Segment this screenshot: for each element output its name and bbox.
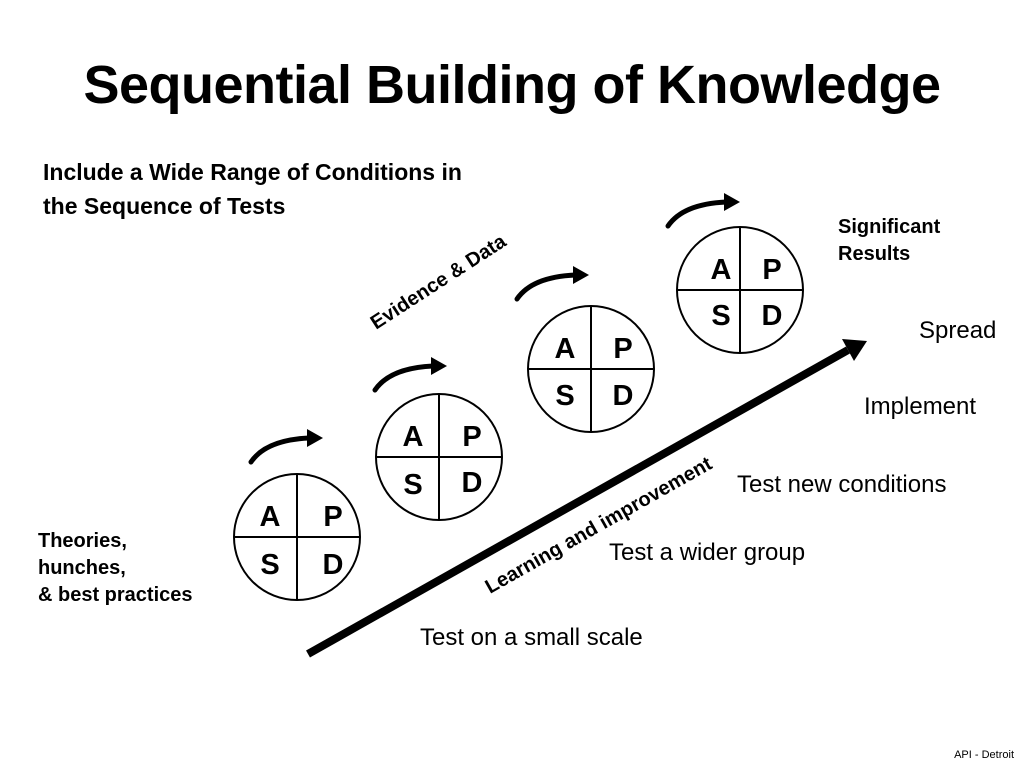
cycle-study-letter: S (555, 380, 574, 412)
learning-arrowhead (842, 339, 867, 361)
cycle-do-letter: D (462, 467, 483, 499)
significant-results-line-1: Significant (838, 216, 941, 238)
cycle-plan-letter: P (462, 421, 481, 453)
curved-arrow-2 (375, 357, 447, 390)
cycle-plan-letter: P (323, 501, 342, 533)
learning-arrow-shaft (306, 346, 850, 658)
stage-spread: Spread (919, 317, 997, 344)
theories-note-line-1: Theories, (38, 530, 127, 552)
stage-new-conditions: Test new conditions (737, 471, 947, 498)
cycle-study-letter: S (260, 549, 279, 581)
cycle-act-letter: A (711, 254, 732, 286)
stage-small-scale: Test on a small scale (420, 624, 643, 651)
cycle-plan-letter: P (613, 333, 632, 365)
curved-arrow-4 (668, 193, 740, 226)
theories-note-line-2: hunches, (38, 557, 126, 579)
curved-arrow-3 (517, 266, 589, 299)
significant-results-note: Significant Results (838, 214, 940, 268)
stage-implement: Implement (864, 393, 977, 420)
cycle-study-letter: S (403, 469, 422, 501)
subtitle-line-1: Include a Wide Range of Conditions in (43, 159, 462, 185)
evidence-data-label: Evidence & Data (367, 230, 511, 334)
theories-note: Theories, hunches, & best practices (38, 528, 193, 609)
cycle-do-letter: D (613, 380, 634, 412)
significant-results-line-2: Results (838, 243, 911, 265)
slide-subtitle: Include a Wide Range of Conditions in th… (43, 155, 563, 223)
stage-wider-group: Test a wider group (609, 539, 806, 566)
theories-note-line-3: & best practices (38, 584, 193, 606)
cycle-act-letter: A (555, 333, 576, 365)
curved-arrow-1 (251, 429, 323, 462)
cycle-act-letter: A (403, 421, 424, 453)
cycle-study-letter: S (711, 300, 730, 332)
subtitle-line-2: the Sequence of Tests (43, 193, 286, 219)
learning-improvement-label: Learning and improvement (482, 453, 717, 599)
cycle-plan-letter: P (762, 254, 781, 286)
cycle-do-letter: D (323, 549, 344, 581)
pdsa-cycle-2: A P S D (375, 393, 503, 521)
cycle-do-letter: D (762, 300, 783, 332)
footer-credit: API - Detroit (954, 749, 1014, 761)
pdsa-cycle-3: A P S D (527, 305, 655, 433)
pdsa-cycle-4: A P S D (676, 226, 804, 354)
slide-title: Sequential Building of Knowledge (83, 55, 942, 115)
pdsa-cycle-1: A P S D (233, 473, 361, 601)
cycle-act-letter: A (260, 501, 281, 533)
